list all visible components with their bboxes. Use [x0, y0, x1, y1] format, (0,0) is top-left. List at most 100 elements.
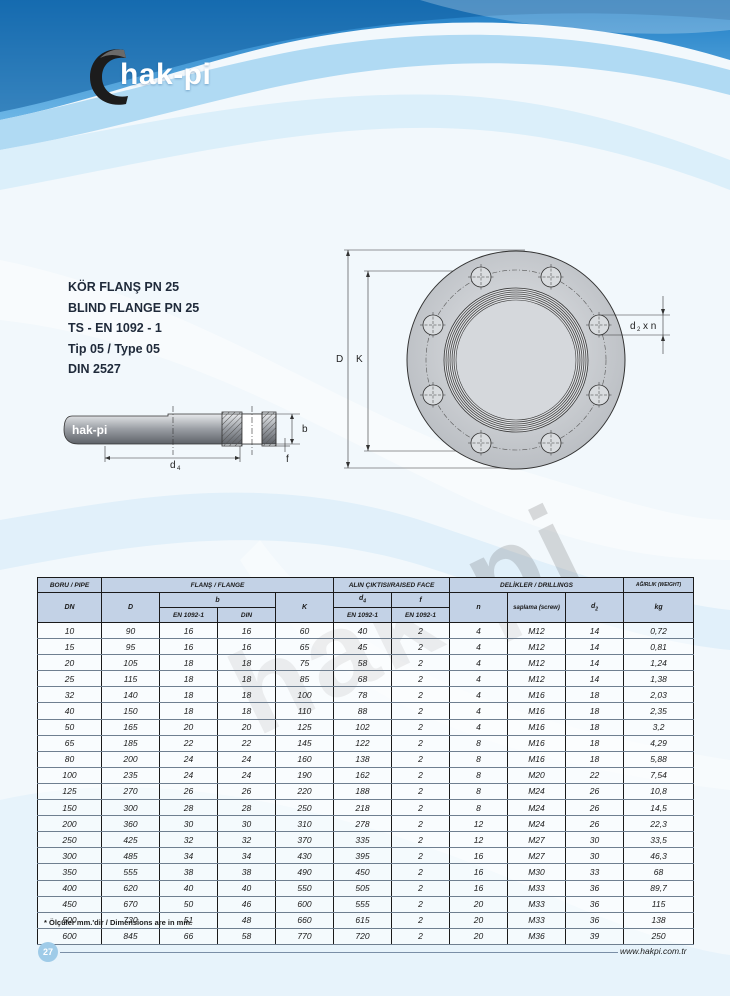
table-cell: 278	[333, 815, 392, 833]
table-cell: 150	[101, 702, 160, 720]
table-cell: 300	[37, 847, 102, 865]
table-cell: 4	[449, 702, 508, 720]
dim-label-K: K	[356, 354, 363, 365]
table-cell: 350	[37, 863, 102, 881]
table-cell: 18	[564, 734, 625, 752]
table-cell: 16	[449, 847, 508, 865]
header-b-en: EN 1092-1	[159, 607, 218, 623]
table-cell: 24	[217, 766, 276, 784]
table-cell: 102	[333, 718, 392, 736]
table-cell: 250	[37, 831, 102, 849]
table-cell: 80	[37, 750, 102, 768]
table-cell: 32	[217, 831, 276, 849]
table-cell: 100	[275, 686, 334, 704]
flange-side-view-diagram: hak-pi d 4 b f	[63, 406, 308, 472]
table-cell: 26	[564, 799, 625, 817]
table-cell: 450	[333, 863, 392, 881]
table-cell: 10,8	[623, 782, 695, 801]
table-cell: 50	[37, 718, 102, 736]
table-cell: 162	[333, 766, 392, 784]
table-cell: 8	[449, 766, 508, 784]
table-cell: 16	[449, 879, 508, 897]
table-cell: 20	[37, 654, 102, 672]
table-cell: 38	[159, 863, 218, 881]
table-cell: 2	[391, 638, 450, 656]
table-cell: 160	[275, 750, 334, 768]
table-cell: 555	[333, 895, 392, 913]
header-b-din: DIN	[217, 607, 276, 623]
table-cell: 14	[564, 670, 625, 688]
header-raised-face: ALIN ÇIKTISI/RAISED FACE	[333, 577, 450, 593]
table-cell: 220	[275, 782, 334, 801]
header-pipe: BORU / PIPE	[37, 577, 102, 593]
table-cell: M24	[507, 799, 566, 817]
table-cell: 16	[159, 638, 218, 656]
table-cell: 150	[37, 799, 102, 817]
table-cell: 1,38	[623, 670, 695, 688]
table-cell: 24	[217, 750, 276, 768]
table-cell: 20	[217, 718, 276, 736]
table-cell: M27	[507, 831, 566, 849]
table-header-row-1: BORU / PIPE FLANŞ / FLANGE ALIN ÇIKTISI/…	[37, 577, 695, 593]
table-cell: 46	[217, 895, 276, 913]
table-cell: M24	[507, 815, 566, 833]
table-cell: 15	[37, 638, 102, 656]
table-cell: 250	[623, 927, 695, 945]
logo-text: hak-pi	[120, 58, 212, 91]
website-link[interactable]: www.hakpi.com.tr	[620, 946, 687, 956]
table-cell: 2	[391, 799, 450, 817]
table-cell: M33	[507, 911, 566, 929]
table-cell: 200	[37, 815, 102, 833]
table-cell: 18	[217, 702, 276, 720]
table-cell: 32	[37, 686, 102, 704]
table-cell: 40	[37, 702, 102, 720]
table-cell: 40	[217, 879, 276, 897]
table-cell: M27	[507, 847, 566, 865]
table-cell: 36	[564, 895, 625, 913]
table-cell: 30	[217, 815, 276, 833]
header-d2: d2	[564, 592, 625, 623]
page-number: 27	[38, 942, 58, 962]
table-cell: 3,2	[623, 718, 695, 736]
table-cell: 270	[101, 782, 160, 801]
table-cell: 425	[101, 831, 160, 849]
table-cell: 2	[391, 847, 450, 865]
table-cell: 20	[449, 927, 508, 945]
table-cell: 660	[275, 911, 334, 929]
table-cell: 85	[275, 670, 334, 688]
table-cell: 8	[449, 799, 508, 817]
table-cell: 110	[275, 702, 334, 720]
table-cell: 2	[391, 895, 450, 913]
header-kg: kg	[623, 592, 695, 623]
table-cell: 2	[391, 815, 450, 833]
table-cell: 14,5	[623, 799, 695, 817]
table-cell: 122	[333, 734, 392, 752]
table-cell: 125	[275, 718, 334, 736]
table-cell: M16	[507, 686, 566, 704]
table-cell: 95	[101, 638, 160, 656]
dim-label-b: b	[302, 424, 308, 435]
table-cell: 22	[217, 734, 276, 752]
table-cell: 58	[333, 654, 392, 672]
table-cell: 7,54	[623, 766, 695, 784]
table-cell: M16	[507, 718, 566, 736]
table-cell: 16	[159, 621, 218, 640]
header-f-en: EN 1092-1	[391, 607, 450, 623]
table-cell: 2	[391, 621, 450, 640]
table-cell: 4,29	[623, 734, 695, 752]
table-cell: 38	[217, 863, 276, 881]
table-cell: 300	[101, 799, 160, 817]
flange-front-view-diagram: D K d 2 x n	[336, 249, 670, 470]
table-cell: 25	[37, 670, 102, 688]
header-d4: d4	[333, 592, 392, 608]
table-cell: 16	[217, 621, 276, 640]
